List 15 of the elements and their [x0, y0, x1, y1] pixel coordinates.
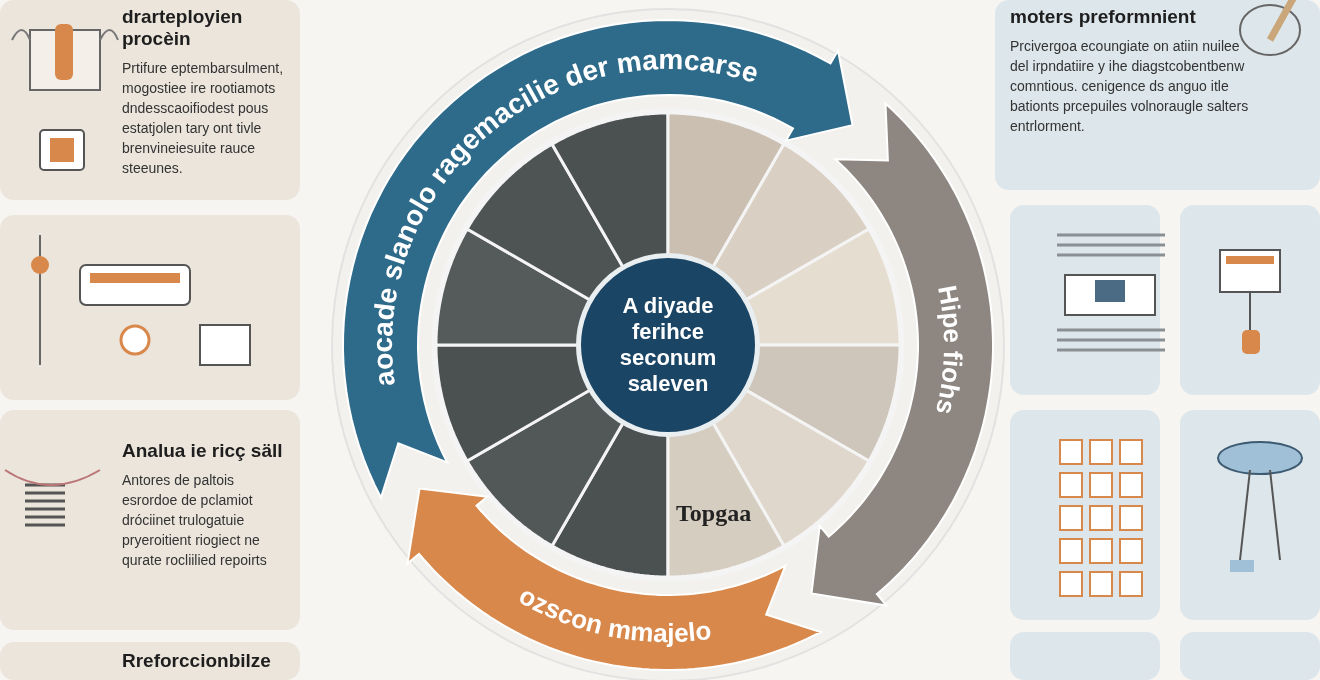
info-card: [995, 0, 1320, 190]
arrow-band: [342, 19, 854, 501]
arrow-band: [810, 101, 994, 607]
card-heading: Rreforccionbilze: [122, 650, 272, 672]
arrow-band: [406, 487, 824, 671]
wedge-label: Topgaa: [676, 500, 752, 527]
hub-label: A diyade ferihce seconum saleven: [618, 293, 718, 397]
card-heading: moters preformnient: [1010, 6, 1197, 28]
info-card: [0, 410, 300, 630]
card-heading: drarteployien procèin: [122, 6, 244, 50]
card-text: Prcivergoa ecoungiate on atiin nuilee del irpndatiire y ihe diagstcobentbenw comntious. cenigence ds anguo itle bationts prcepuiles volnoraugle salters entrlorment.: [1010, 37, 1250, 136]
card-text: Prtifure eptembarsulment, mogostiee ire rootiamots dndesscaoifiodest pous estatjolen tary ont tivle brenvineiesuite rauce steeunes.: [122, 59, 285, 178]
band-label: ozscon mmajelo: [514, 579, 713, 649]
card-heading: Analua ie ricç säll: [122, 440, 284, 462]
card-text: Antores de paltois esrordoe de pclamiot dróciinet trulogatuie pryeroitient riogiect ne qurate rocliilied repoirts: [122, 471, 268, 570]
